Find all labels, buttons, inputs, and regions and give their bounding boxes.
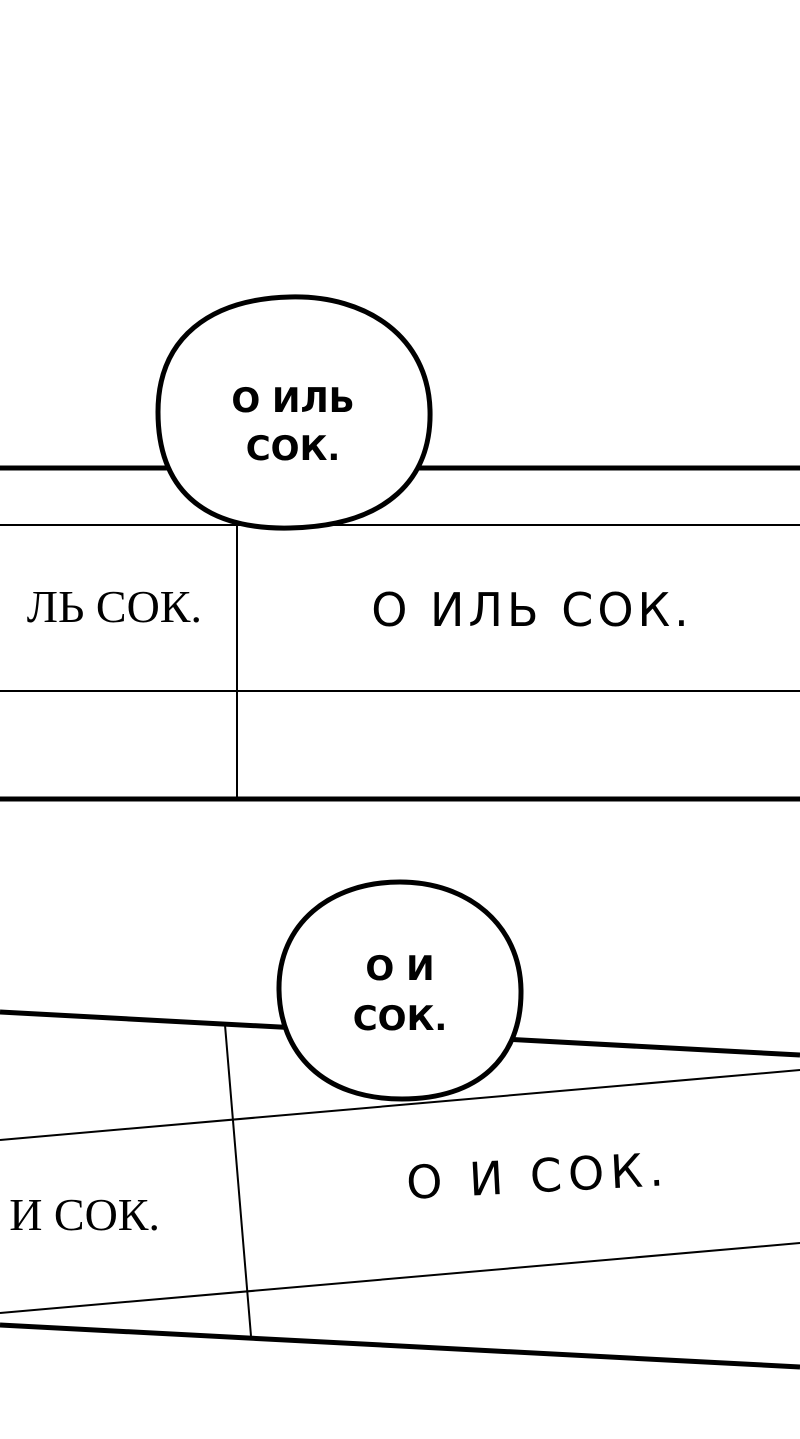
panel-1-cell-right-text: О ИЛЬ СОК. [371,583,693,637]
panel-1-bubble-line-2: СОК. [246,429,341,469]
panel-2-bubble-line-1: О И [365,949,434,989]
panel-2-bubble-shape [276,879,524,1102]
panel-2-cell-left-text: И СОК. [9,1189,160,1240]
panel-2-bottom-border [0,1322,800,1370]
panel-1-speech-bubble: О ИЛЬ СОК. [155,294,433,531]
panel-2-row-line-bottom [0,1242,800,1314]
panel-2-row-line-top [0,1069,800,1141]
panel-2-speech-bubble: О И СОК. [276,879,524,1102]
panel-2: И СОК. О И СОК. О И СОК. [0,879,800,1370]
panel-1: ЛЬ СОК. О ИЛЬ СОК. О ИЛЬ СОК. [0,294,800,802]
panel-2-cell-right-text: О И СОК. [405,1142,671,1210]
panel-1-bubble-shape [155,294,433,531]
panel-1-bubble-line-1: О ИЛЬ [231,381,354,421]
panel-1-cell-left-text: ЛЬ СОК. [27,581,202,632]
panel-2-bubble-line-2: СОК. [353,999,448,1039]
panel-2-column-divider [224,1024,252,1337]
